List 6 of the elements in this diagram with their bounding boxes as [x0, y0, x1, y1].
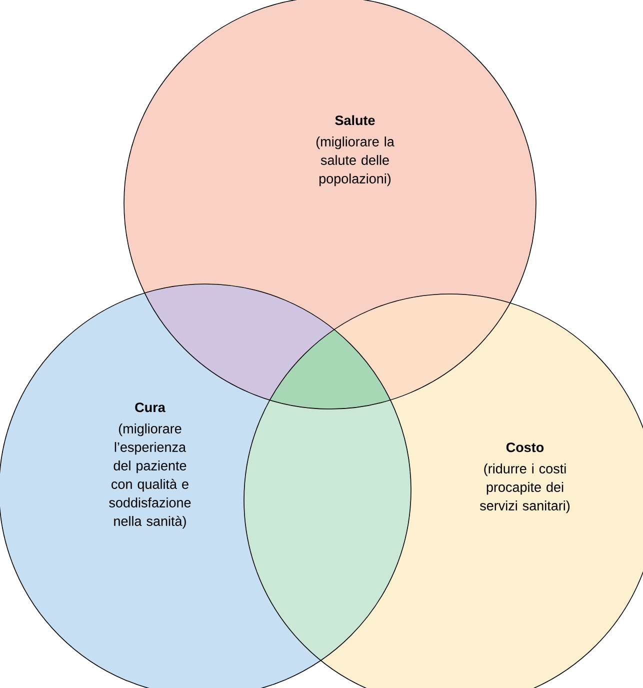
circle-heading: Cura: [135, 402, 166, 412]
circle-heading: Salute: [335, 115, 375, 126]
circle-heading: Costo: [506, 442, 544, 452]
circle-description: (migliorare l’esperienza del paziente con qualità e soddisfazione nella sanità): [109, 424, 191, 529]
circle-description: (ridurre i costi procapite dei servizi sanitari): [480, 464, 570, 514]
circle-description: (migliorare la salute delle popolazioni): [316, 136, 394, 186]
